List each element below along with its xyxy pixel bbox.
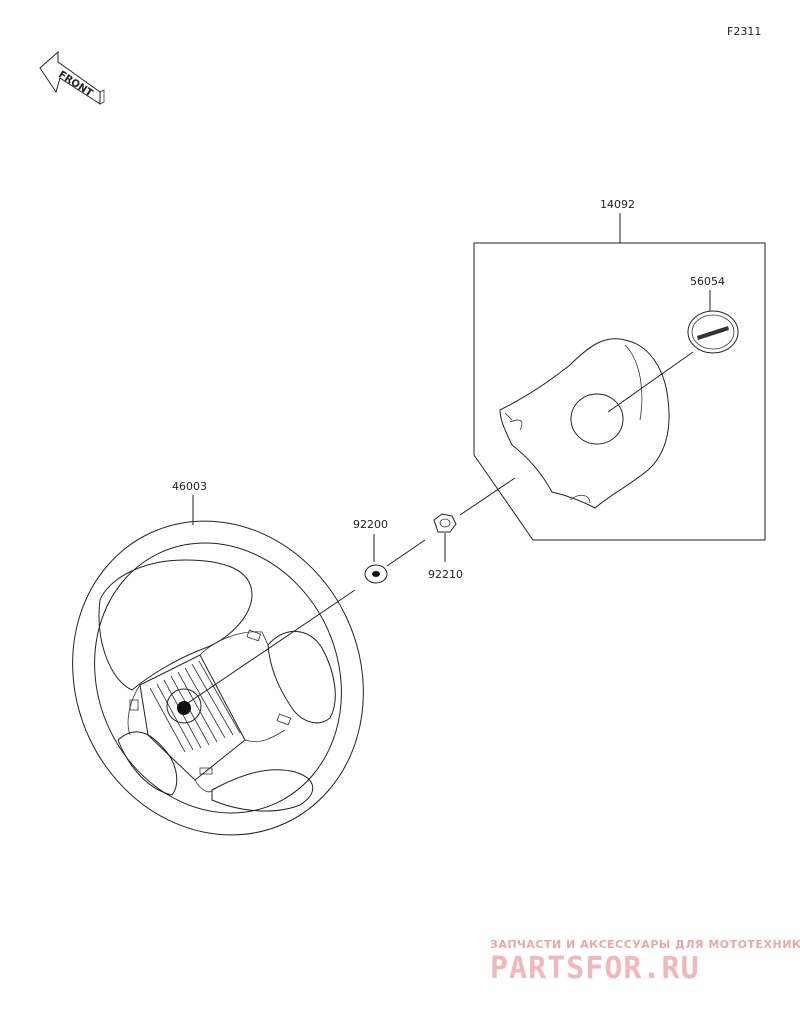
- horn-pad: [499, 338, 670, 509]
- part-number-92210: 92210: [428, 568, 463, 581]
- hub-vents: [149, 660, 241, 753]
- emblem: [687, 310, 739, 354]
- washer: [364, 564, 388, 584]
- watermark: ЗАПЧАСТИ И АКСЕССУАРЫ ДЛЯ МОТОТЕХНИКИ PA…: [490, 938, 800, 986]
- pad-assembly-callout: [473, 213, 766, 541]
- watermark-tagline: ЗАПЧАСТИ И АКСЕССУАРЫ ДЛЯ МОТОТЕХНИКИ: [490, 938, 800, 951]
- part-number-56054: 56054: [690, 275, 725, 288]
- steering-wheel: [72, 520, 364, 836]
- part-number-14092: 14092: [600, 198, 635, 211]
- part-number-92200: 92200: [353, 518, 388, 531]
- nut: [433, 513, 457, 533]
- watermark-brand: PARTSFOR.RU: [490, 951, 700, 986]
- front-arrow-icon: FRONT: [39, 50, 105, 105]
- part-number-46003: 46003: [172, 480, 207, 493]
- figure-code: F2311: [727, 25, 761, 38]
